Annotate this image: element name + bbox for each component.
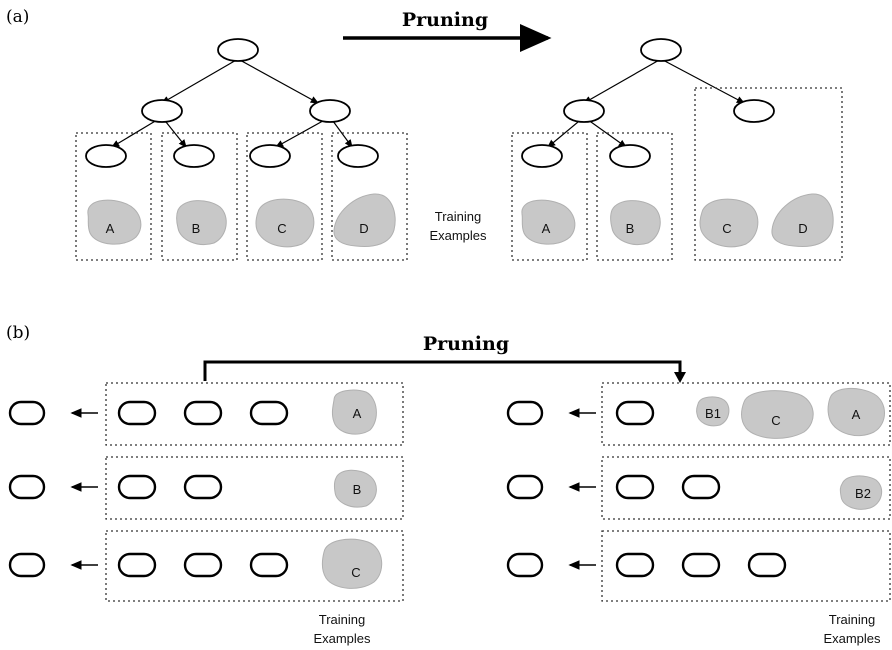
pruned-example-label-a2: A [852,407,861,422]
pruned-region-box-b [596,132,673,261]
tree-before-left-node [141,99,183,123]
pruned-rule-condition-node [615,400,655,426]
pruned-example-blob-b1 [696,396,730,427]
tree-after-root-node [640,38,682,62]
pruned-rule-conclusion-node [506,474,544,500]
example-blob-b [176,200,227,245]
region-box-b [161,132,238,261]
pruned-rule-condition-node [681,474,721,500]
training-examples-label-b-left-line2: Examples [313,631,371,646]
rule-row-box-2 [105,456,404,520]
pruned-example-label-c: C [722,221,731,236]
rule-condition-node [249,400,289,426]
pruned-rule-condition-node [615,474,655,500]
pruned-example-label-b2: B2 [855,486,871,501]
pruned-example-label-b: B [626,221,635,236]
pruned-example-blob-c [741,390,814,439]
pruning-bracket-b [203,360,682,381]
tree-after-pruned-node [733,99,775,123]
example-label-a: A [106,221,115,236]
rule-row-box-1 [105,382,404,446]
pruned-example-label-b1: B1 [705,406,721,421]
pruned-rule-conclusion-node [506,400,544,426]
tree-before-leaf-node [173,144,215,168]
pruned-example-label-c2: C [771,413,780,428]
rule-example-blob-c [321,538,383,589]
rule-conclusion-node [8,474,46,500]
tree-before-leaf-node [337,144,379,168]
rule-condition-node [249,552,289,578]
pruned-example-blob-d [771,193,834,247]
rule-condition-node [117,474,157,500]
rule-condition-node [183,400,223,426]
rule-condition-node [117,552,157,578]
tree-after-left-node [563,99,605,123]
pruned-example-blob-b [610,200,661,245]
tree-before-right-node [309,99,351,123]
pruned-example-blob-a2 [827,388,885,436]
panel-a-label: (a) [6,7,29,27]
training-examples-label-b-right-line2: Examples [823,631,881,646]
rule-condition-node [117,400,157,426]
pruned-rule-row-box-3 [601,530,891,602]
pruned-rule-conclusion-node [506,552,544,578]
pruning-title-b: Pruning [423,333,509,355]
pruned-region-box-a [511,132,588,261]
tree-before-root-node [217,38,259,62]
region-box-a [75,132,152,261]
training-examples-label-a-line1: Training [435,209,481,224]
rule-example-label-a: A [353,406,362,421]
rule-example-blob-a [331,389,377,435]
rule-example-label-c: C [351,565,360,580]
training-examples-label-b-right-line1: Training [829,612,875,627]
pruned-region-box-cd [694,87,843,261]
example-blob-d [333,193,396,247]
training-examples-label-b-left-line1: Training [319,612,365,627]
training-examples-label-a-line2: Examples [429,228,487,243]
rule-conclusion-node [8,552,46,578]
pruning-title-a: Pruning [402,9,488,31]
example-label-c: C [277,221,286,236]
rule-example-label-b: B [353,482,362,497]
rule-condition-node [183,474,223,500]
tree-after-leaf-node [609,144,651,168]
example-label-d: D [359,221,368,236]
tree-before-leaf-node [85,144,127,168]
tree-after-leaf-node [521,144,563,168]
panel-b-label: (b) [6,323,30,343]
pruning-bracket-arrowhead [674,372,686,383]
region-box-d [331,132,408,261]
pruned-example-blob-b2 [839,475,883,510]
rule-row-box-3 [105,530,404,602]
example-blob-c [255,198,315,248]
pruned-example-blob-c [699,198,759,248]
example-blob-a [87,199,142,245]
region-box-c [246,132,323,261]
pruned-example-label-d: D [798,221,807,236]
rule-example-blob-b [333,469,377,508]
pruned-rule-condition-node [747,552,787,578]
pruned-rule-condition-node [615,552,655,578]
pruned-rule-condition-node [681,552,721,578]
example-label-b: B [192,221,201,236]
tree-before-leaf-node [249,144,291,168]
rule-conclusion-node [8,400,46,426]
pruned-example-label-a: A [542,221,551,236]
pruned-example-blob-a [521,199,576,245]
rule-condition-node [183,552,223,578]
